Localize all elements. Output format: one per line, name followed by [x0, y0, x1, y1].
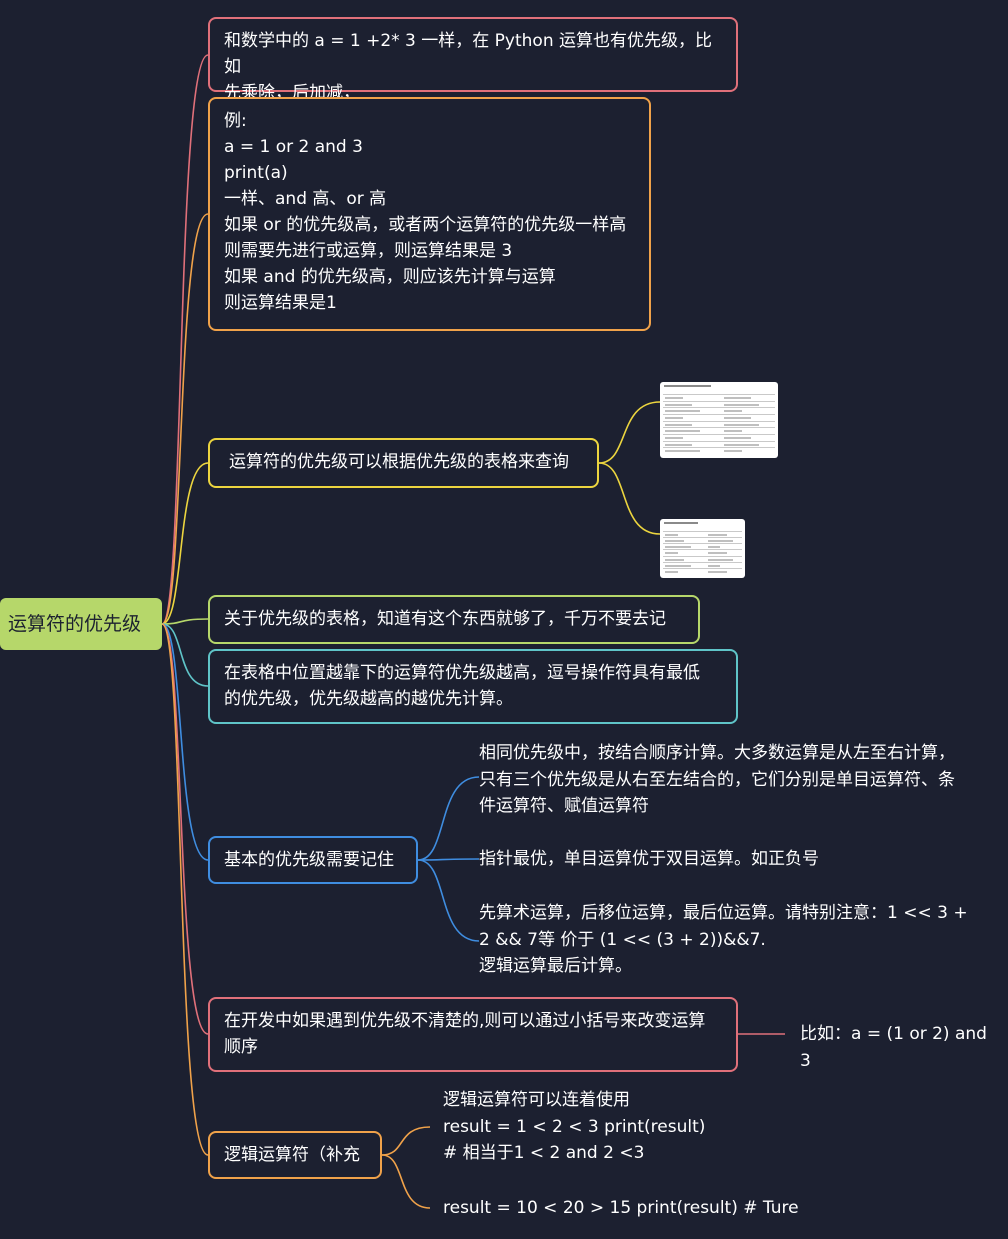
basic-child-connector-1 [417, 776, 480, 861]
basic-child-connector-2 [417, 858, 480, 861]
thumb-cell-text [724, 417, 751, 419]
thumb-cell-text [707, 546, 721, 549]
table-connector-2 [598, 462, 661, 535]
thumb-title-line [664, 522, 698, 524]
thumb-row-line [663, 537, 742, 539]
thumb-cell-text [707, 570, 727, 573]
thumb-row-line [663, 414, 775, 415]
branch-math-analogy[interactable]: 和数学中的 a = 1 +2* 3 一样，在 Python 运算也有优先级，比如… [208, 17, 738, 103]
thumb-cell-text [665, 570, 678, 573]
logic-child-chaining[interactable]: 逻辑运算符可以连着使用 result = 1 < 2 < 3 print(res… [443, 1090, 706, 1163]
branch-parentheses[interactable]: 在开发中如果遇到优先级不清楚的,则可以通过小括号来改变运算 顺序 [208, 997, 738, 1072]
precedence-table-thumbnail[interactable] [660, 382, 778, 458]
thumb-row-line [663, 407, 775, 409]
thumb-cell-text [665, 552, 678, 555]
thumb-cell-text [707, 534, 727, 536]
thumb-cell-text [665, 558, 685, 561]
logic-child-example[interactable]: result = 10 < 20 > 15 print(result) # Tu… [443, 1198, 799, 1218]
thumb-cell-text [724, 437, 751, 439]
thumb-cell-text [665, 534, 678, 536]
branch-connector-5 [161, 623, 209, 861]
thumb-cell-text [707, 552, 727, 555]
branch-connector-0 [161, 54, 209, 625]
logic-child-connector-2 [381, 1154, 431, 1209]
thumb-cell-text [724, 410, 742, 413]
thumb-cell-text [665, 437, 683, 439]
thumb-cell-text [724, 430, 742, 433]
thumb-row-line [663, 555, 742, 557]
thumb-row-line [663, 531, 742, 532]
branch-connector-6 [161, 623, 209, 1035]
thumb-cell-text [707, 540, 733, 543]
thumb-cell-text [665, 540, 685, 543]
thumb-title-line [664, 385, 712, 387]
logic-child-connector-1 [381, 1126, 431, 1156]
thumb-cell-text [665, 397, 683, 399]
branch-basic-precedence[interactable]: 基本的优先级需要记住 [208, 836, 418, 884]
thumb-row-line [663, 440, 775, 442]
thumb-row-line [663, 420, 775, 422]
root-node[interactable]: 运算符的优先级 [0, 598, 162, 650]
thumb-cell-text [707, 564, 721, 567]
thumb-cell-text [665, 450, 701, 453]
basic-child-unary[interactable]: 指针最优，单目运算优于双目运算。如正负号 [479, 849, 819, 869]
thumb-row-line [663, 400, 775, 402]
branch-connector-1 [161, 213, 209, 625]
branch-connector-7 [161, 623, 209, 1156]
branch-connector-2 [161, 462, 209, 625]
thumb-cell-text [724, 403, 760, 406]
branch-table-order[interactable]: 在表格中位置越靠下的运算符优先级越高，逗号操作符具有最低 的优先级，优先级越高的… [208, 649, 738, 724]
table-connector-1 [598, 401, 661, 464]
basic-child-arithmetic-order[interactable]: 先算术运算，后移位运算，最后位运算。请特别注意：1 << 3 + 2 && 7等… [479, 903, 968, 976]
thumb-cell-text [707, 558, 733, 561]
thumb-cell-text [665, 564, 691, 567]
branch-dont-memorize[interactable]: 关于优先级的表格，知道有这个东西就够了，千万不要去记 [208, 595, 700, 644]
branch-logic-operators[interactable]: 逻辑运算符（补充 [208, 1131, 382, 1179]
thumb-cell-text [665, 423, 692, 426]
thumb-row-line [663, 543, 742, 545]
branch-connector-3 [161, 618, 209, 625]
thumb-cell-text [724, 423, 760, 426]
thumb-cell-text [665, 430, 701, 433]
branch-example[interactable]: 例: a = 1 or 2 and 3 print(a) 一样、and 高、or… [208, 97, 651, 331]
thumb-row-line [663, 434, 775, 435]
thumb-cell-text [724, 397, 751, 399]
branch-connector-4 [161, 623, 209, 687]
thumb-row-line [663, 561, 742, 563]
thumb-cell-text [665, 410, 701, 413]
thumb-cell-text [665, 417, 683, 419]
thumb-cell-text [724, 450, 742, 453]
thumb-row-line [663, 427, 775, 429]
basic-child-connector-3 [417, 859, 480, 942]
branch-precedence-table[interactable]: 运算符的优先级可以根据优先级的表格来查询 [208, 438, 599, 488]
thumb-cell-text [665, 443, 692, 446]
parentheses-example[interactable]: 比如：a = (1 or 2) and 3 [800, 1024, 987, 1071]
precedence-table-thumbnail-2[interactable] [660, 519, 745, 578]
thumb-row-line [663, 394, 775, 395]
thumb-row-line [663, 447, 775, 449]
thumb-cell-text [665, 546, 691, 549]
thumb-row-line [663, 549, 742, 551]
basic-child-associativity[interactable]: 相同优先级中，按结合顺序计算。大多数运算是从左至右计算， 只有三个优先级是从右至… [479, 743, 955, 816]
thumb-cell-text [665, 403, 692, 406]
thumb-cell-text [724, 443, 760, 446]
thumb-row-line [663, 567, 742, 569]
